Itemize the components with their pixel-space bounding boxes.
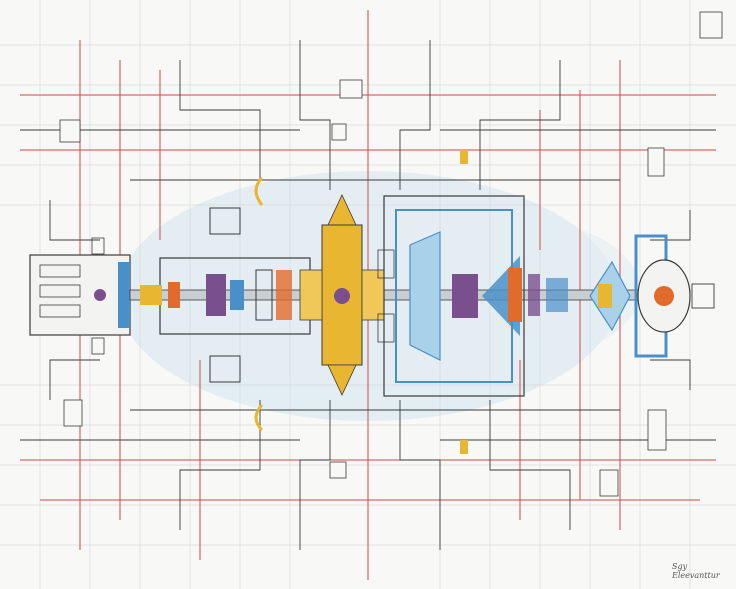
right-gear-modules <box>508 260 631 332</box>
signature-mark: Sgy <box>672 562 688 571</box>
signature-script: Eleevanttur <box>672 571 720 580</box>
central-amber-core <box>254 150 468 454</box>
artist-signature: Sgy Eleevanttur <box>672 562 720 580</box>
left-terminal-block <box>29 237 131 355</box>
right-end-unit <box>634 234 715 358</box>
annotation-boxes <box>59 11 723 497</box>
left-drive-modules <box>140 207 311 383</box>
